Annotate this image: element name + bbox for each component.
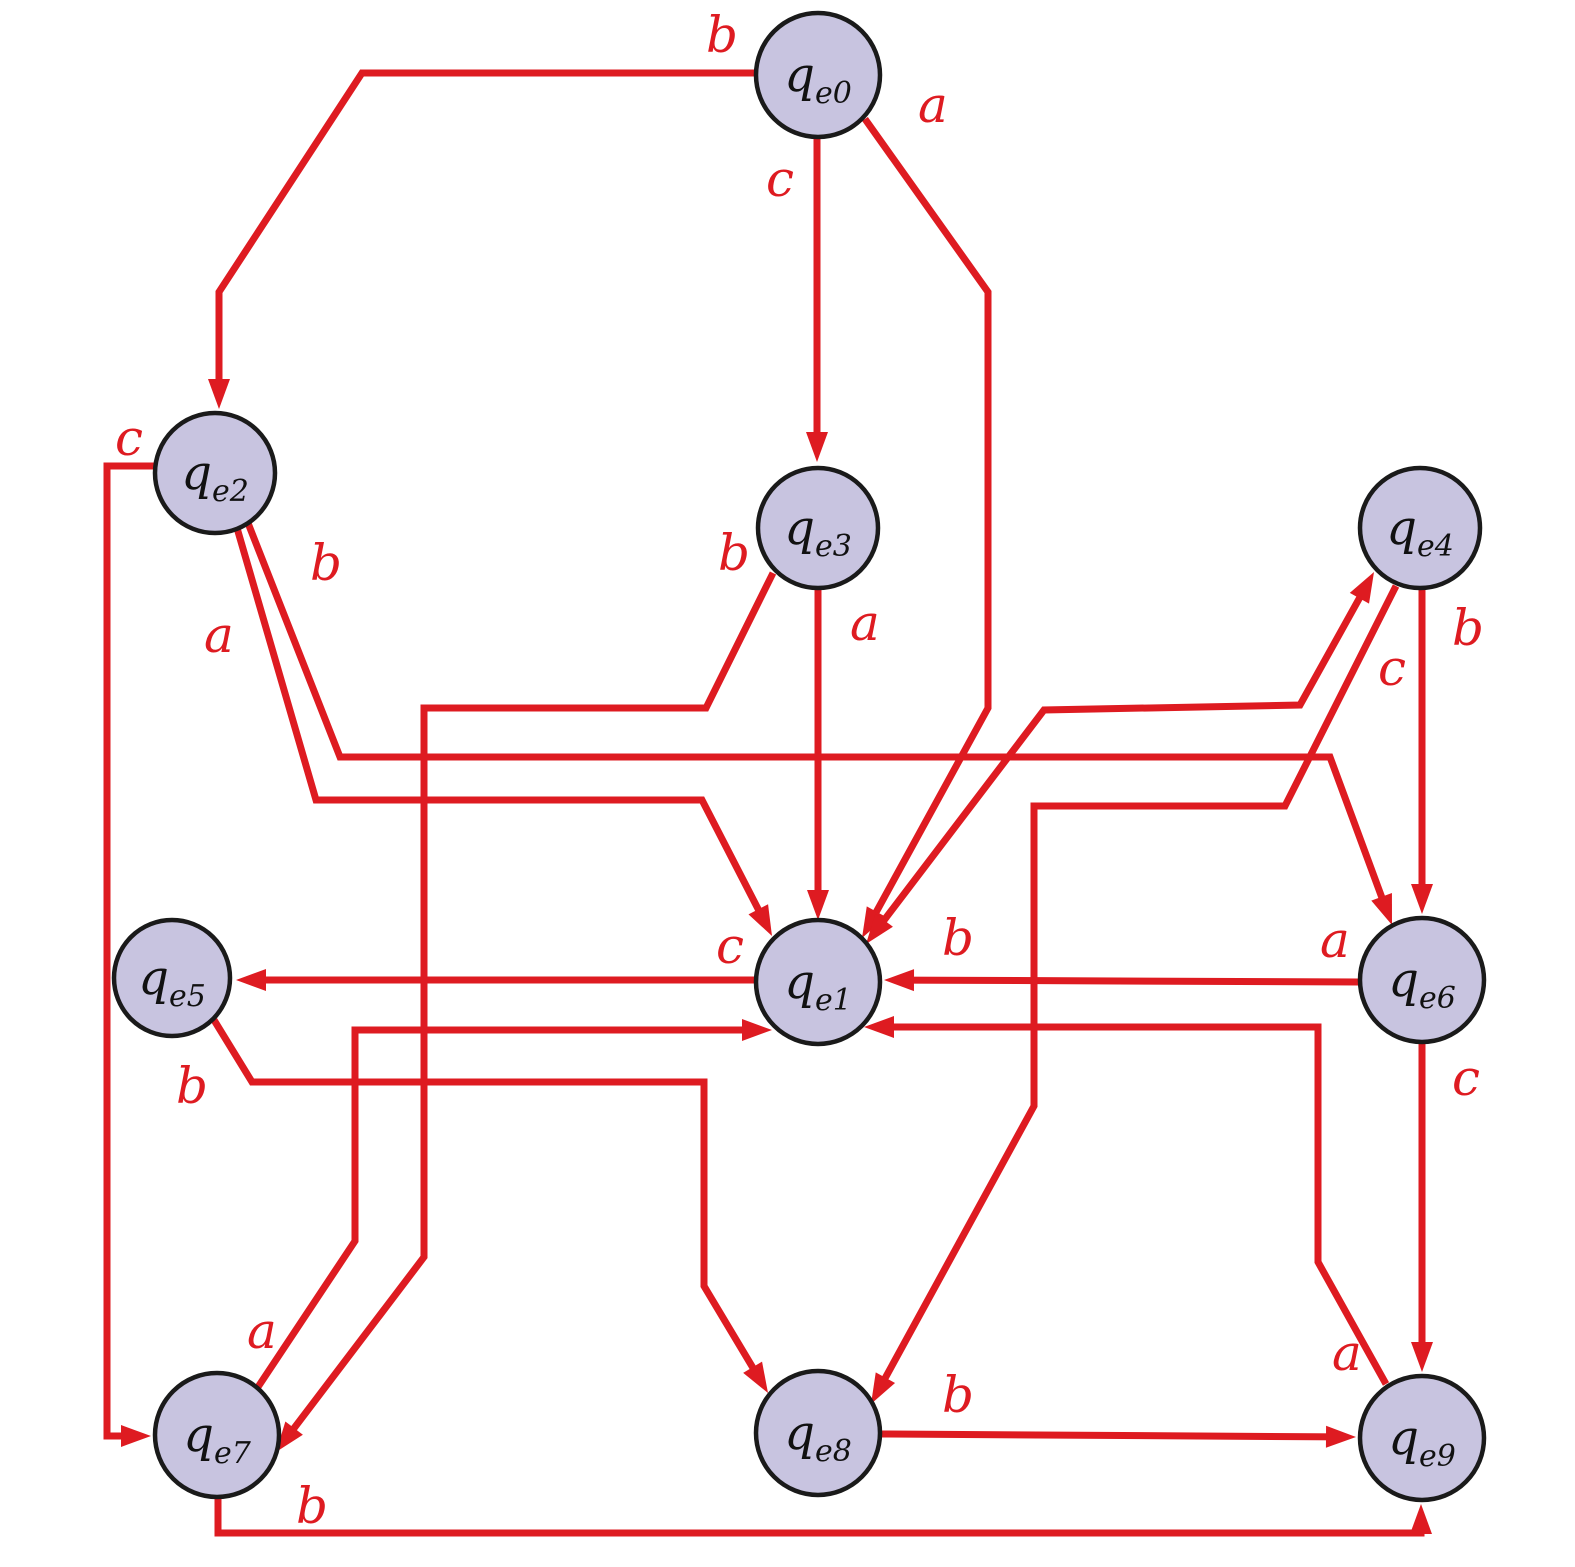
state-node-qe6 xyxy=(1357,915,1487,1045)
state-node-qe9 xyxy=(1357,1373,1487,1503)
arrowhead-icon xyxy=(743,1361,768,1393)
transition-edge-qe3-b-qe7 xyxy=(284,571,777,1440)
transition-edge-qe2-b-qe6 xyxy=(244,521,1390,910)
transition-edge-qe5-b-qe8 xyxy=(211,1018,762,1380)
transition-label-qe6-c-qe9: c xyxy=(1452,1049,1480,1107)
state-label-qe3: qe3 xyxy=(784,500,852,564)
transition-label-qe2-b-qe6: b xyxy=(310,534,342,592)
arrowhead-icon xyxy=(742,1019,772,1041)
transition-label-qe3-b-qe7: b xyxy=(718,524,750,582)
state-node-qe2 xyxy=(152,410,278,536)
state-node-qe7 xyxy=(152,1370,282,1500)
transition-edge-qe1-b-qe4 xyxy=(874,586,1369,932)
arrowhead-icon xyxy=(208,379,230,409)
arrowhead-icon xyxy=(1411,884,1433,914)
transition-edge-qe9-a-qe1 xyxy=(882,1023,1390,1386)
transition-edge-qe2-a-qe1 xyxy=(233,527,767,922)
arrowhead-icon xyxy=(806,432,828,462)
transition-label-qe4-c-qe8: c xyxy=(1378,639,1406,697)
transition-label-qe0-b-qe2: b xyxy=(706,6,738,64)
state-node-qe8 xyxy=(753,1368,883,1498)
transition-label-qe9-a-qe1: a xyxy=(1332,1324,1362,1382)
transition-edge-qe6-a-qe1 xyxy=(901,976,1361,986)
transition-label-qe7-a-qe1: a xyxy=(247,1302,277,1360)
transition-label-qe1-b-qe4: b xyxy=(942,909,974,967)
arrowhead-icon xyxy=(1325,1425,1356,1448)
state-node-qe4 xyxy=(1357,465,1483,591)
transition-label-qe0-c-qe3: c xyxy=(766,150,794,208)
arrowhead-icon xyxy=(236,969,266,991)
transition-label-qe2-c-qe7: c xyxy=(115,409,143,467)
arrowhead-icon xyxy=(121,1425,151,1447)
arrowhead-icon xyxy=(748,904,772,936)
state-label-qe5: qe5 xyxy=(138,950,206,1014)
transition-edge-qe4-c-qe8 xyxy=(876,584,1400,1390)
transition-edge-qe0-b-qe2 xyxy=(215,69,757,391)
state-node-qe1 xyxy=(753,917,883,1047)
state-node-qe5 xyxy=(111,917,233,1039)
transition-edge-qe8-b-qe9 xyxy=(881,1430,1339,1441)
transition-edge-qe7-a-qe1 xyxy=(255,1026,754,1389)
transition-edge-qe0-a-qe1 xyxy=(862,116,992,924)
arrowhead-icon xyxy=(884,969,915,992)
state-label-qe1: qe1 xyxy=(784,954,852,1018)
transition-label-qe5-b-qe8: b xyxy=(176,1057,208,1115)
transition-label-qe8-b-qe9: b xyxy=(942,1366,974,1424)
arrowhead-icon xyxy=(1349,572,1374,604)
arrowhead-icon xyxy=(866,913,893,944)
transition-label-qe7-b-qe9: b xyxy=(296,1477,328,1535)
arrowhead-icon xyxy=(807,890,829,920)
arrowhead-icon xyxy=(276,1421,303,1452)
transition-label-qe1-c-qe5: c xyxy=(716,917,744,975)
transition-label-qe2-a-qe1: a xyxy=(204,606,234,664)
state-label-qe4: qe4 xyxy=(1386,500,1454,564)
transition-edge-qe7-b-qe9 xyxy=(214,1497,1425,1537)
state-label-qe0: qe0 xyxy=(784,47,852,111)
arrowhead-icon xyxy=(1411,1342,1433,1372)
arrowhead-icon xyxy=(871,1372,896,1404)
transition-label-qe3-a-qe1: a xyxy=(850,594,880,652)
transition-label-qe4-b-qe6: b xyxy=(1452,599,1484,657)
arrowhead-icon xyxy=(1371,893,1392,925)
arrowhead-icon xyxy=(864,1016,894,1038)
state-node-qe0 xyxy=(753,10,883,140)
state-label-qe9: qe9 xyxy=(1388,1410,1456,1474)
state-node-qe3 xyxy=(755,465,881,591)
state-label-qe6: qe6 xyxy=(1388,952,1456,1016)
state-label-qe7: qe7 xyxy=(183,1407,251,1471)
transition-edge-qe2-c-qe7 xyxy=(103,462,156,1440)
arrowhead-icon xyxy=(1410,1504,1432,1534)
transition-label-qe6-a-qe1: a xyxy=(1320,911,1350,969)
transition-label-qe0-a-qe1: a xyxy=(918,76,948,134)
state-label-qe2: qe2 xyxy=(181,445,249,509)
state-label-qe8: qe8 xyxy=(784,1405,852,1469)
